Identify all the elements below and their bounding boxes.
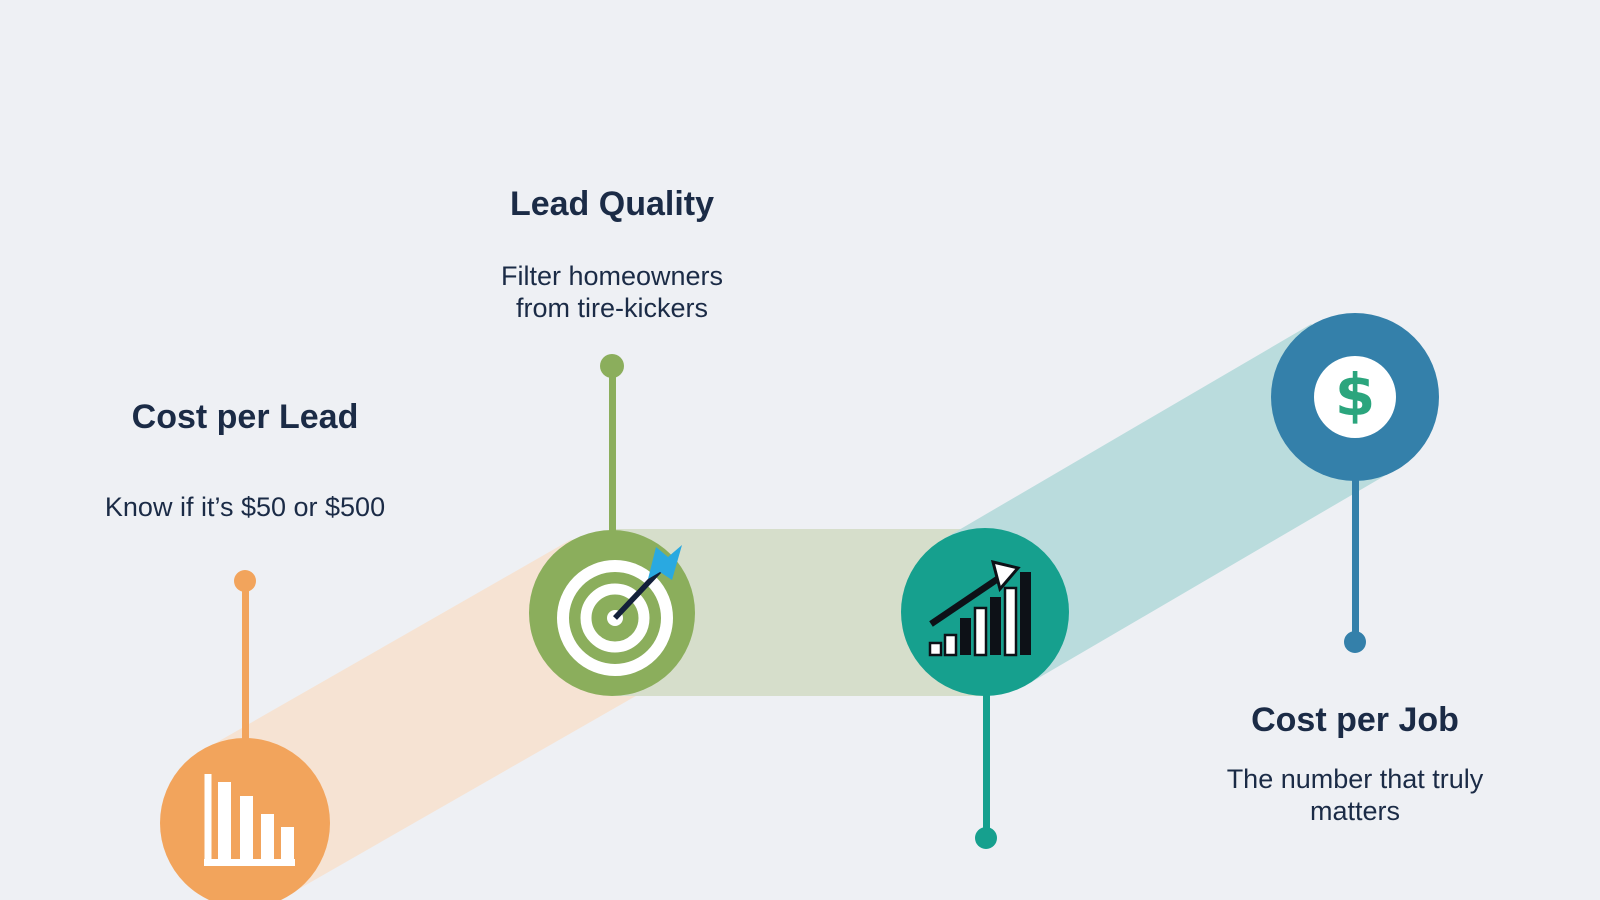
pin-dot-cost-per-job — [1344, 631, 1366, 653]
dollar-sign-icon: $ — [1314, 356, 1396, 438]
title-cost-per-lead: Cost per Lead — [131, 398, 359, 436]
bar-chart-descending-icon — [204, 774, 295, 866]
pin-dot-lead-quality — [600, 354, 624, 378]
growth-bars-arrow-icon — [928, 559, 1031, 657]
subtitle-cost-per-job: The number that truly matters — [1226, 764, 1484, 826]
pin-line-growth — [983, 690, 990, 838]
pin-line-cost-per-job — [1352, 455, 1359, 642]
node-circle-cost-per-job: $ — [1271, 313, 1439, 481]
target-arrow-icon — [557, 545, 682, 676]
pin-dot-growth — [975, 827, 997, 849]
dollar-symbol: $ — [1334, 361, 1376, 429]
pin-line-cost-per-lead — [242, 578, 249, 748]
title-lead-quality: Lead Quality — [509, 185, 715, 223]
title-cost-per-job: Cost per Job — [1251, 701, 1459, 739]
pin-dot-cost-per-lead — [234, 570, 256, 592]
node-circle-growth — [901, 528, 1069, 696]
subtitle-cost-per-lead: Know if it’s $50 or $500 — [104, 492, 386, 522]
subtitle-lead-quality: Filter homeowners from tire-kickers — [500, 261, 724, 323]
node-circle-cost-per-lead — [160, 738, 330, 900]
pin-line-lead-quality — [609, 366, 616, 534]
node-circle-lead-quality — [529, 530, 695, 696]
